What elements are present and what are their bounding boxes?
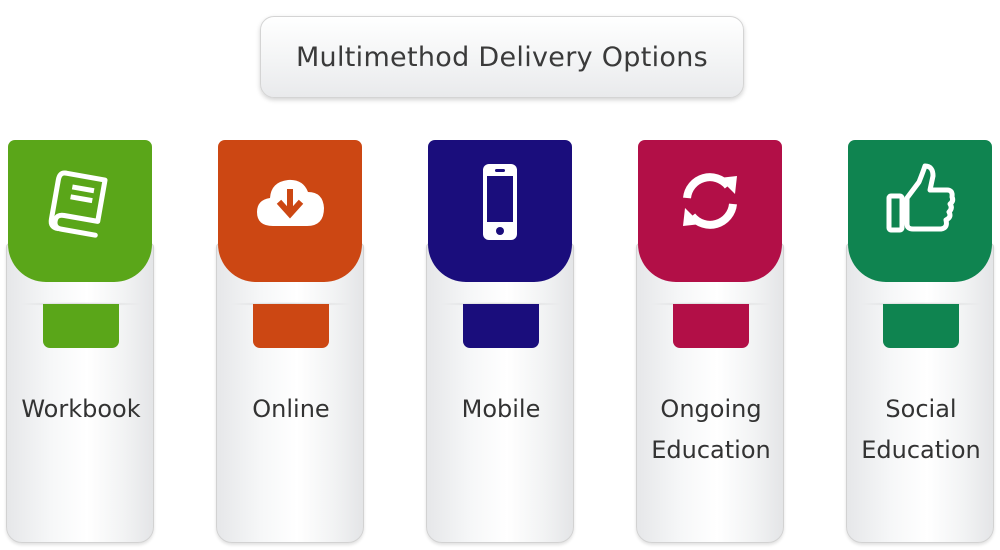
card-tab xyxy=(848,140,992,282)
color-bar xyxy=(43,304,119,348)
title-box: Multimethod Delivery Options xyxy=(260,16,744,98)
color-bar xyxy=(883,304,959,348)
card-sleeve: Social Education xyxy=(846,243,994,543)
card-sleeve: Mobile xyxy=(426,243,574,543)
card-label: Online xyxy=(217,389,363,430)
thumbs-up-icon xyxy=(881,162,959,240)
diagram-title: Multimethod Delivery Options xyxy=(295,41,709,73)
label-line-1: Social xyxy=(885,395,957,423)
color-bar xyxy=(253,304,329,348)
smartphone-icon xyxy=(461,162,539,240)
book-icon xyxy=(41,162,119,240)
card-online: Online xyxy=(216,140,364,550)
card-label: Workbook xyxy=(7,389,153,430)
color-bar xyxy=(673,304,749,348)
label-line-1: Workbook xyxy=(21,395,141,423)
card-sleeve: Online xyxy=(216,243,364,543)
cloud-download-icon xyxy=(251,162,329,240)
label-line-1: Mobile xyxy=(461,395,541,423)
refresh-icon xyxy=(671,162,749,240)
card-label: Social Education xyxy=(847,389,993,471)
card-tab xyxy=(638,140,782,282)
card-sleeve: Ongoing Education xyxy=(636,243,784,543)
label-line-2: Education xyxy=(651,436,771,464)
card-tab xyxy=(428,140,572,282)
card-social-education: Social Education xyxy=(846,140,994,550)
card-label: Ongoing Education xyxy=(637,389,783,471)
card-mobile: Mobile xyxy=(426,140,574,550)
color-bar xyxy=(463,304,539,348)
card-label: Mobile xyxy=(427,389,573,430)
card-tab xyxy=(8,140,152,282)
label-line-1: Ongoing xyxy=(660,395,762,423)
label-line-1: Online xyxy=(252,395,330,423)
card-workbook: Workbook xyxy=(6,140,154,550)
label-line-2: Education xyxy=(861,436,981,464)
card-tab xyxy=(218,140,362,282)
card-sleeve: Workbook xyxy=(6,243,154,543)
card-ongoing-education: Ongoing Education xyxy=(636,140,784,550)
